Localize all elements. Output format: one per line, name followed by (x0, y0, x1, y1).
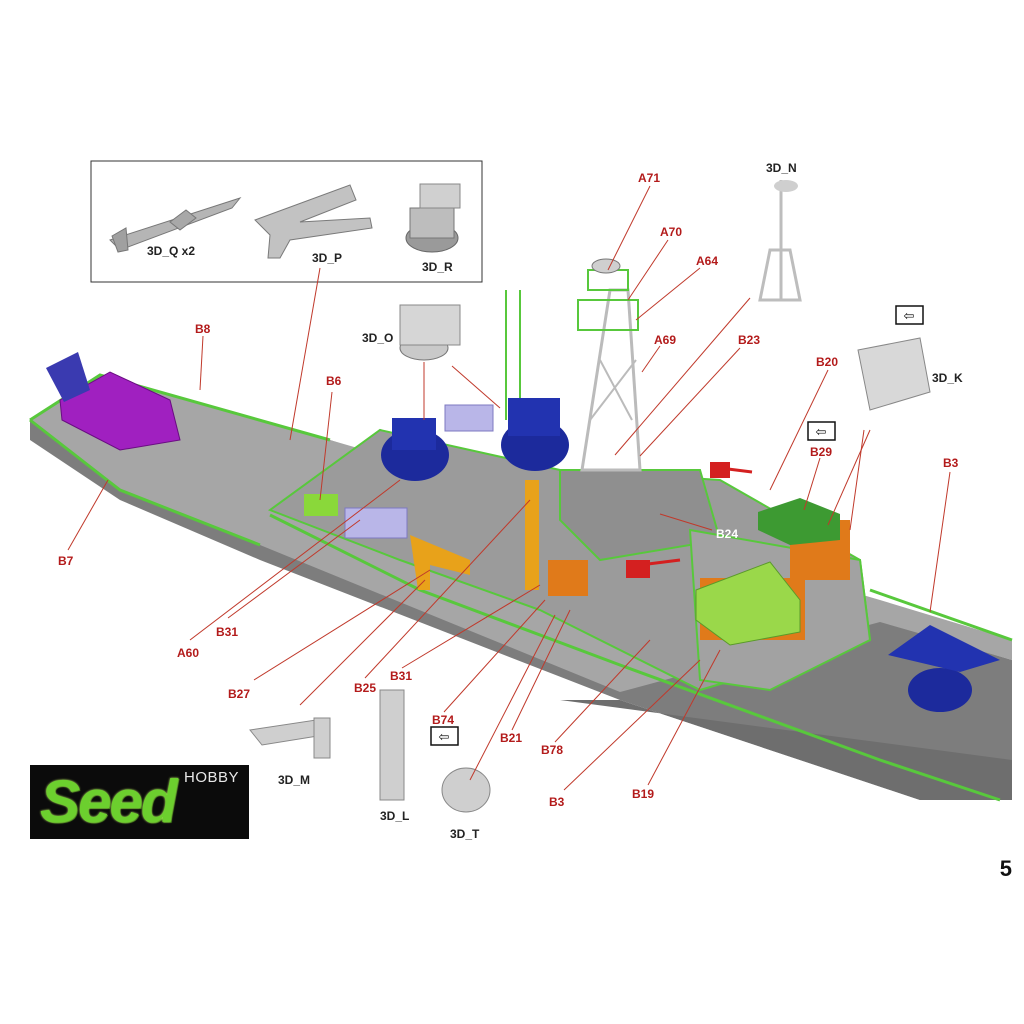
parts-inset: 3D_Q x2 3D_P 3D_R (90, 160, 483, 283)
label-b74: B74 (432, 713, 454, 727)
part-3d-t (441, 767, 491, 813)
label-3d-l: 3D_L (380, 809, 409, 823)
label-b23: B23 (738, 333, 760, 347)
label-b8: B8 (195, 322, 211, 336)
label-b29: B29 (810, 445, 832, 459)
gun-mount-left (381, 418, 449, 481)
label-3d-t: 3D_T (450, 827, 480, 841)
label-b20: B20 (816, 355, 838, 369)
label-3d-n: 3D_N (766, 161, 797, 175)
leader-lines (67, 185, 951, 791)
label-b19: B19 (632, 787, 654, 801)
label-a64: A64 (696, 254, 718, 268)
label-3d-m: 3D_M (278, 773, 310, 787)
label-3d-r: 3D_R (422, 260, 453, 274)
svg-text:⇦: ⇦ (816, 425, 827, 440)
label-b7: B7 (58, 554, 74, 568)
brand-logo: Seed HOBBY (30, 765, 249, 839)
label-b78: B78 (541, 743, 563, 757)
label-b31-left: B31 (216, 625, 238, 639)
svg-text:⇦: ⇦ (904, 309, 915, 324)
logo-small-text: HOBBY (183, 769, 239, 786)
part-3d-l (379, 689, 405, 801)
label-b6: B6 (326, 374, 342, 388)
missile-part (109, 197, 242, 253)
helicopter-part (46, 352, 181, 451)
label-3d-k: 3D_K (932, 371, 963, 385)
label-b24: B24 (716, 527, 738, 541)
stern-blue-part (888, 625, 1000, 712)
crane-parts (410, 480, 539, 590)
direction-arrow-icon: ⇦ (895, 305, 924, 325)
label-b21: B21 (500, 731, 522, 745)
logo-brand-text: Seed (40, 768, 177, 835)
part-3d-k (857, 337, 931, 411)
label-a69: A69 (654, 333, 676, 347)
part-labels: B8 B7 B6 3D_O A71 A70 A64 A69 B23 3D_N B… (58, 161, 963, 841)
direction-arrow-icon: ⇦ (807, 421, 836, 441)
part-3d-o (399, 304, 461, 361)
green-shelters (304, 494, 840, 646)
red-guns (626, 462, 753, 578)
label-b27: B27 (228, 687, 250, 701)
gun-mount-right (501, 398, 569, 471)
label-b25: B25 (354, 681, 376, 695)
label-b3-right: B3 (943, 456, 959, 470)
part-3d-m (249, 717, 331, 759)
label-a60: A60 (177, 646, 199, 660)
radar-mount-part (405, 183, 461, 253)
part-3d-n (758, 180, 802, 302)
page-number: 5 (999, 856, 1012, 881)
label-a70: A70 (660, 225, 682, 239)
label-b3-bottom: B3 (549, 795, 565, 809)
svg-text:⇦: ⇦ (439, 730, 450, 745)
label-b31-mid: B31 (390, 669, 412, 683)
direction-arrow-icon: ⇦ (430, 726, 459, 746)
label-3d-o: 3D_O (362, 331, 393, 345)
label-3d-q: 3D_Q x2 (147, 244, 195, 258)
label-a71: A71 (638, 171, 660, 185)
launcher-frame-part (254, 184, 373, 259)
label-3d-p: 3D_P (312, 251, 342, 265)
